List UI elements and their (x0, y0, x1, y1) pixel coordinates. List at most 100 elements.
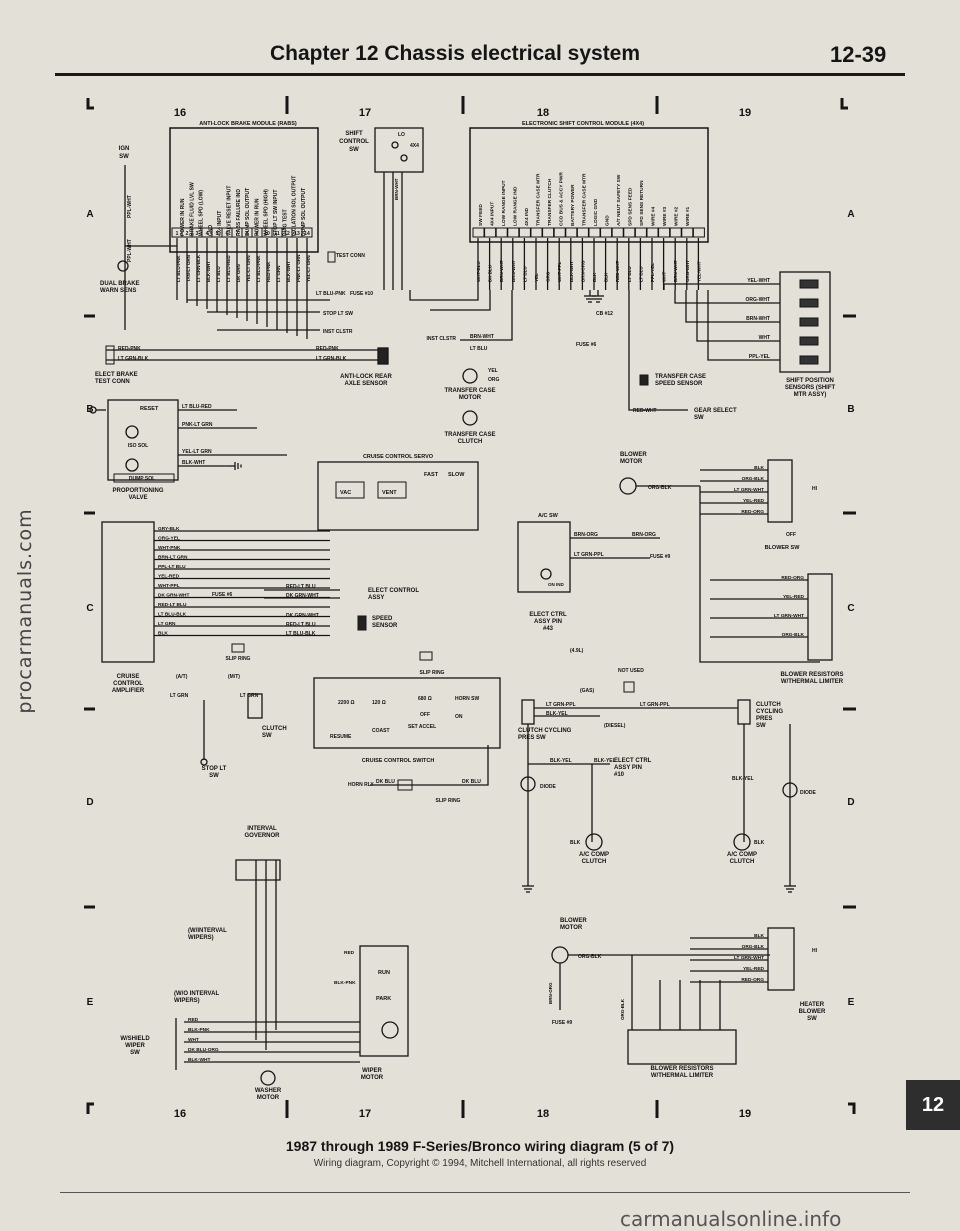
esc-pin-label: LOGIC GND (593, 198, 599, 226)
switch-label: LO (398, 132, 405, 138)
wire-label: YEL-LT GRN (182, 449, 212, 455)
wire-label: LT GRN-WHT (774, 613, 804, 619)
resistor-label: 680 Ω (418, 696, 432, 702)
wire-label: LT GRN-BLK (118, 356, 149, 362)
esc-pin-cell (518, 227, 531, 238)
slip-ring-label: SLIP RING (420, 670, 445, 676)
blower-motor-icon (551, 946, 569, 964)
esc-pin-cell (565, 227, 578, 238)
esc-pin-cell (576, 227, 589, 238)
ac-sw-label: A/C SW (538, 513, 559, 519)
esc-pin-label: SPD SENS RETURN (639, 180, 645, 226)
grid-row-label: E (848, 997, 855, 1008)
abs-pin-label: ISOLATION SOL OUTPUT (292, 176, 298, 236)
wire-label: ORG-BLK (742, 944, 765, 950)
proportioning-valve-box (107, 399, 179, 481)
transfer-case-clutch (462, 410, 478, 426)
esc-pin-cell (611, 227, 624, 238)
switch-label: VENT (382, 490, 397, 496)
dump-sol-coil (125, 458, 139, 472)
cruise-amp-box (101, 521, 155, 663)
run-label: RUN (378, 970, 390, 976)
corner-mark (86, 1102, 94, 1114)
test-conn-icon (327, 251, 336, 263)
wire-label: LT GRN-BLK (316, 356, 347, 362)
sensor-wire (707, 290, 780, 361)
wire-label: YEL-RED (743, 498, 765, 504)
chapter-tab[interactable]: 12 (906, 1080, 960, 1130)
abs-wire-label: LT BLU-RED (226, 255, 231, 282)
wire-label: DK BLU (376, 779, 395, 785)
wire-label: LT GRN-PPL (640, 702, 670, 708)
wire-label: YEL-RED (783, 594, 805, 600)
abs-pin-cell (301, 227, 313, 238)
fuse-label: FUSE #9 (650, 554, 671, 560)
switch-label: OFF (420, 712, 430, 718)
wire-label: BLK-WHT (182, 460, 205, 466)
switch-label: OFF (786, 532, 796, 538)
wiper-motor-box (359, 945, 409, 1057)
wire-label: BLK-YEL (732, 776, 754, 782)
abs-pin-number: 8 (246, 231, 249, 237)
on-ind-lamp (540, 568, 552, 580)
wire (370, 745, 489, 786)
diesel-label: (DIESEL) (604, 723, 626, 729)
abs-wire-label: LT BLU (216, 266, 221, 282)
wire-label: LT BLU-BLK (286, 631, 316, 637)
esc-pin-label: TRANSFER CASE MTR (582, 173, 588, 226)
esc-module-box (469, 127, 709, 243)
wire-label: DK BLU-ORG (188, 1047, 219, 1053)
sensor-wire (696, 290, 780, 342)
abs-pin-number: 3 (196, 231, 199, 237)
grid-row-label: B (847, 404, 854, 415)
wire-label: RED-ORG (781, 575, 804, 581)
wire-label: RED-PNK (118, 346, 141, 352)
clutch-cycling-conn (737, 699, 751, 725)
wire-label: LT BLU-PNK (316, 291, 346, 297)
esc-module-title: ELECTRONIC SHIFT CONTROL MODULE (4X4) (522, 121, 644, 127)
switch-label: (A/T) (176, 674, 188, 680)
wire-label: ORG (488, 377, 500, 383)
wire-label: ORG-BLK (648, 485, 672, 491)
cruise-switch-label: CRUISE CONTROL SWITCH (362, 758, 435, 764)
corner-mark (86, 98, 94, 110)
grid-row-label: D (847, 797, 854, 808)
fuse-label: FUSE #6 (212, 592, 233, 598)
footer-watermark: carmanualsonline.info (620, 1207, 842, 1231)
esc-pin-cell (681, 227, 694, 238)
esc-pin-cell (484, 227, 497, 238)
esc-pin-cell (634, 227, 647, 238)
wire-label: RED (344, 950, 355, 956)
wire-label: BRN-LT GRN (158, 555, 188, 561)
abs-pin-number: 12 (284, 231, 290, 237)
esc-pin-cell (588, 227, 601, 238)
abs-pin-number: 9 (256, 231, 259, 237)
not-used-conn (623, 681, 635, 693)
wire (460, 290, 513, 341)
abs-pin-number: 1 (176, 231, 179, 237)
esc-pin-cell (646, 227, 659, 238)
fuse-label: FUSE #10 (350, 291, 373, 297)
wire-label: LT GRN (240, 693, 259, 699)
cruise-servo-label: CRUISE CONTROL SERVO (363, 454, 434, 460)
wire (628, 290, 688, 411)
ac-comp-clutch-icon (733, 833, 751, 851)
esc-pin-cell (530, 227, 543, 238)
ac-sw-box (517, 521, 571, 593)
sensor-wire (674, 290, 780, 304)
wire-label: LT BLU (470, 346, 488, 352)
wire-label: LT GRN-WHT (734, 487, 764, 493)
esc-pin-label: CCD BUS & ACCY PWR (559, 172, 565, 226)
esc-pin-cell (669, 227, 682, 238)
